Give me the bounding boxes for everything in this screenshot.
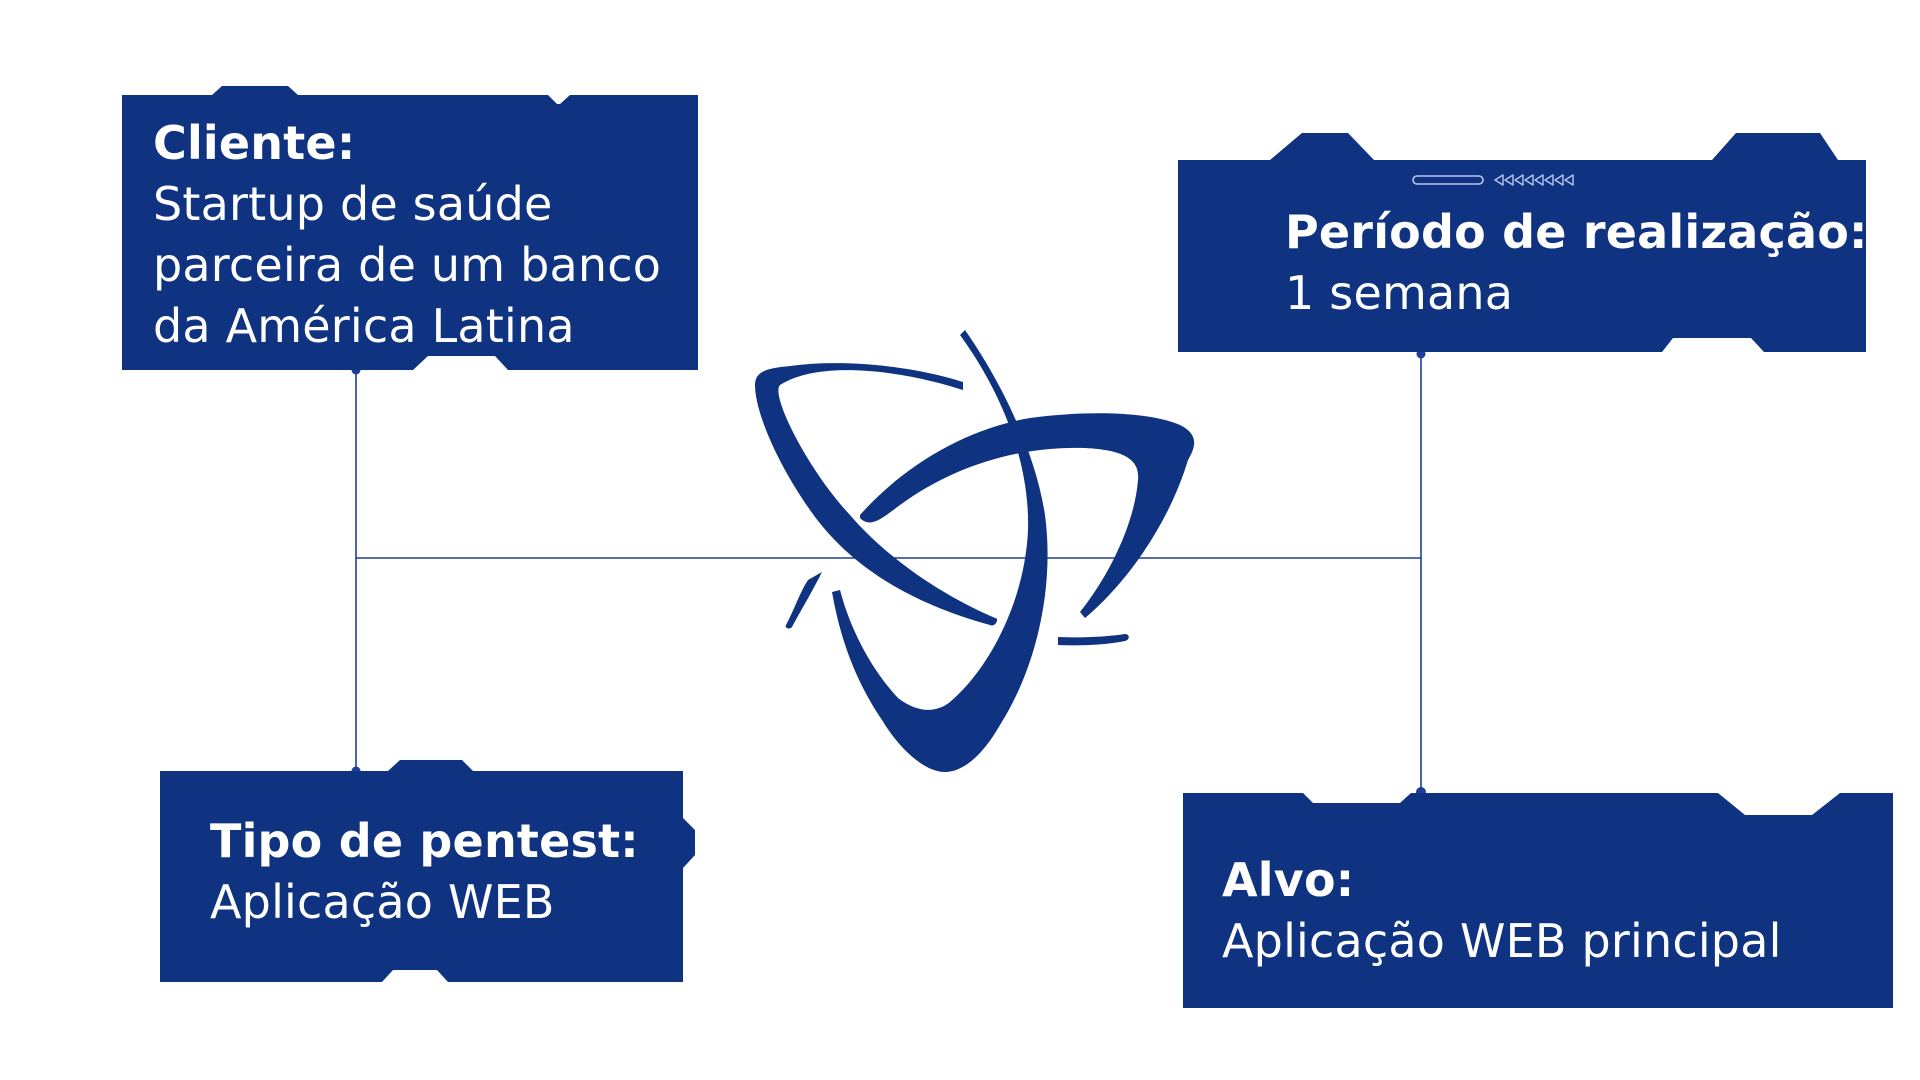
card-target-shape: [1183, 793, 1893, 1008]
pentest-type-value: Aplicação WEB: [210, 875, 555, 929]
card-pentest-shape: [160, 760, 695, 982]
card-period-shape: [1178, 133, 1866, 352]
client-value: Startup de saúde parceira de um banco da…: [153, 177, 662, 353]
target-value: Aplicação WEB principal: [1222, 914, 1782, 968]
client-label: Cliente:: [153, 116, 356, 170]
card-target: Alvo: Aplicação WEB principal: [1222, 850, 1782, 972]
progress-arrows-icon: [1412, 174, 1574, 186]
card-client: Cliente: Startup de saúde parceira de um…: [153, 113, 661, 357]
card-client-shape: [122, 86, 698, 370]
card-period: Período de realização: 1 semana: [1285, 202, 1868, 324]
target-label: Alvo:: [1222, 853, 1355, 907]
card-pentest-type: Tipo de pentest: Aplicação WEB: [210, 811, 639, 933]
period-value: 1 semana: [1285, 266, 1514, 320]
period-label: Período de realização:: [1285, 205, 1868, 259]
triskelion-logo-icon: [755, 330, 1195, 772]
pentest-type-label: Tipo de pentest:: [210, 814, 639, 868]
